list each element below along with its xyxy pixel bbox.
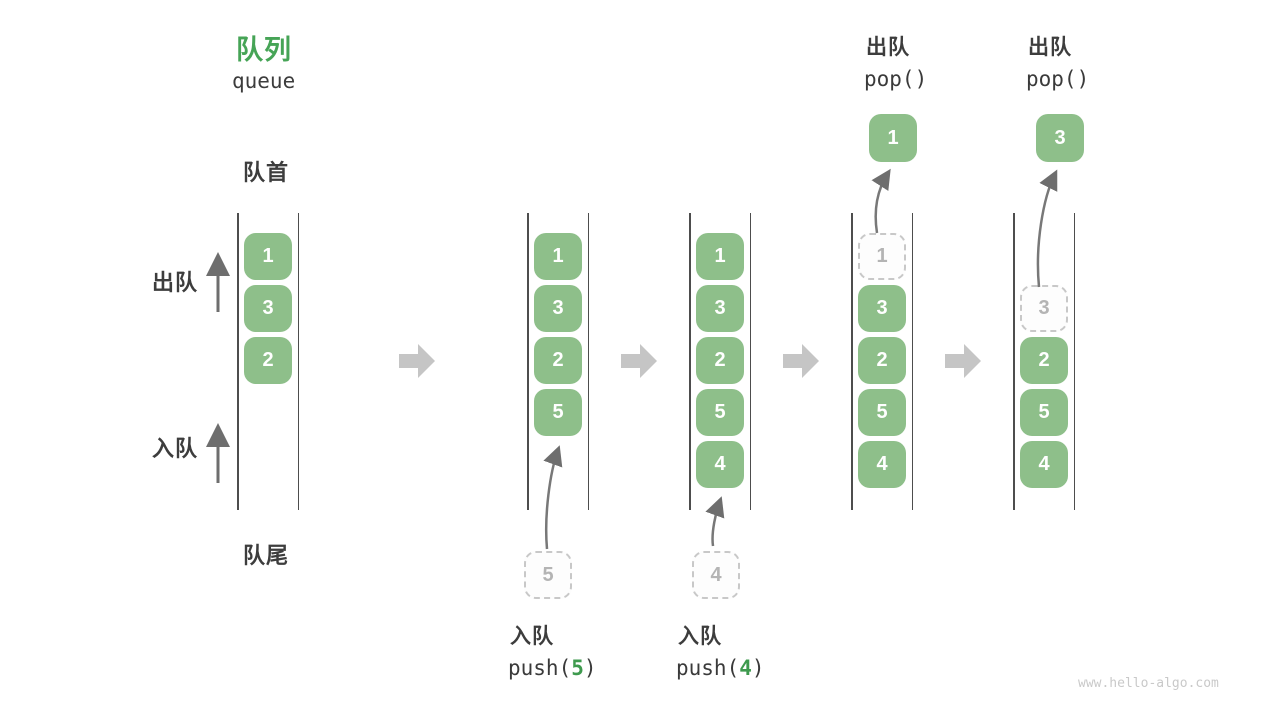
push5-label: 入队 bbox=[510, 625, 554, 648]
queue-rail bbox=[689, 213, 691, 510]
queue-rail bbox=[851, 213, 853, 510]
push4-label: 入队 bbox=[678, 625, 722, 648]
queue-rail bbox=[587, 213, 589, 510]
queue-state-2: 1 3 2 5 bbox=[527, 213, 589, 510]
queue-element: 3 bbox=[696, 285, 744, 332]
queue-rail bbox=[1013, 213, 1015, 510]
queue-element: 1 bbox=[696, 233, 744, 280]
queue-element: 4 bbox=[858, 441, 906, 488]
pop1-call: pop() bbox=[864, 67, 928, 91]
right-block-arrow-icon bbox=[945, 344, 981, 378]
queue-element: 3 bbox=[858, 285, 906, 332]
pending-element-5: 5 bbox=[524, 551, 572, 599]
diagram-subtitle: queue bbox=[232, 69, 296, 93]
popped-element-3: 3 bbox=[1036, 114, 1084, 162]
queue-state-5: 3 2 5 4 bbox=[1013, 213, 1075, 510]
right-block-arrow-icon bbox=[399, 344, 435, 378]
pop3-label: 出队 bbox=[1028, 36, 1072, 59]
push4-call: push(4) bbox=[676, 656, 765, 680]
watermark: www.hello-algo.com bbox=[1078, 676, 1219, 691]
queue-element: 2 bbox=[534, 337, 582, 384]
queue-element: 2 bbox=[244, 337, 292, 384]
pop1-label: 出队 bbox=[866, 36, 910, 59]
queue-element: 2 bbox=[858, 337, 906, 384]
right-block-arrow-icon bbox=[621, 344, 657, 378]
queue-element: 5 bbox=[696, 389, 744, 436]
enqueue-direction-label: 入队 bbox=[152, 436, 199, 461]
queue-element-removed: 1 bbox=[858, 233, 906, 280]
queue-state-3: 1 3 2 5 4 bbox=[689, 213, 751, 510]
queue-element: 4 bbox=[696, 441, 744, 488]
queue-element: 3 bbox=[534, 285, 582, 332]
pop3-call: pop() bbox=[1026, 67, 1090, 91]
queue-element: 5 bbox=[858, 389, 906, 436]
queue-rail bbox=[237, 213, 239, 510]
push5-fn-open: push( bbox=[508, 656, 572, 680]
push4-fn-open: push( bbox=[676, 656, 740, 680]
queue-rear-label: 队尾 bbox=[243, 543, 290, 568]
queue-element: 4 bbox=[1020, 441, 1068, 488]
push4-arg: 4 bbox=[739, 656, 752, 680]
push5-arg: 5 bbox=[571, 656, 584, 680]
pending-element-4: 4 bbox=[692, 551, 740, 599]
push5-fn-close: ) bbox=[583, 656, 597, 680]
queue-state-4: 1 3 2 5 4 bbox=[851, 213, 913, 510]
queue-element: 2 bbox=[1020, 337, 1068, 384]
dequeue-direction-label: 出队 bbox=[152, 270, 199, 295]
diagram-title: 队列 bbox=[236, 35, 292, 65]
popped-element-1: 1 bbox=[869, 114, 917, 162]
queue-element: 2 bbox=[696, 337, 744, 384]
queue-element: 5 bbox=[1020, 389, 1068, 436]
queue-rail bbox=[749, 213, 751, 510]
queue-rail bbox=[911, 213, 913, 510]
queue-state-1: 1 3 2 bbox=[237, 213, 299, 510]
queue-element: 5 bbox=[534, 389, 582, 436]
queue-element: 1 bbox=[534, 233, 582, 280]
queue-element: 3 bbox=[244, 285, 292, 332]
queue-element-removed: 3 bbox=[1020, 285, 1068, 332]
queue-rail bbox=[1073, 213, 1075, 510]
push5-call: push(5) bbox=[508, 656, 597, 680]
push4-fn-close: ) bbox=[751, 656, 765, 680]
queue-rail bbox=[527, 213, 529, 510]
queue-rail bbox=[297, 213, 299, 510]
queue-front-label: 队首 bbox=[243, 160, 290, 185]
queue-element: 1 bbox=[244, 233, 292, 280]
right-block-arrow-icon bbox=[783, 344, 819, 378]
